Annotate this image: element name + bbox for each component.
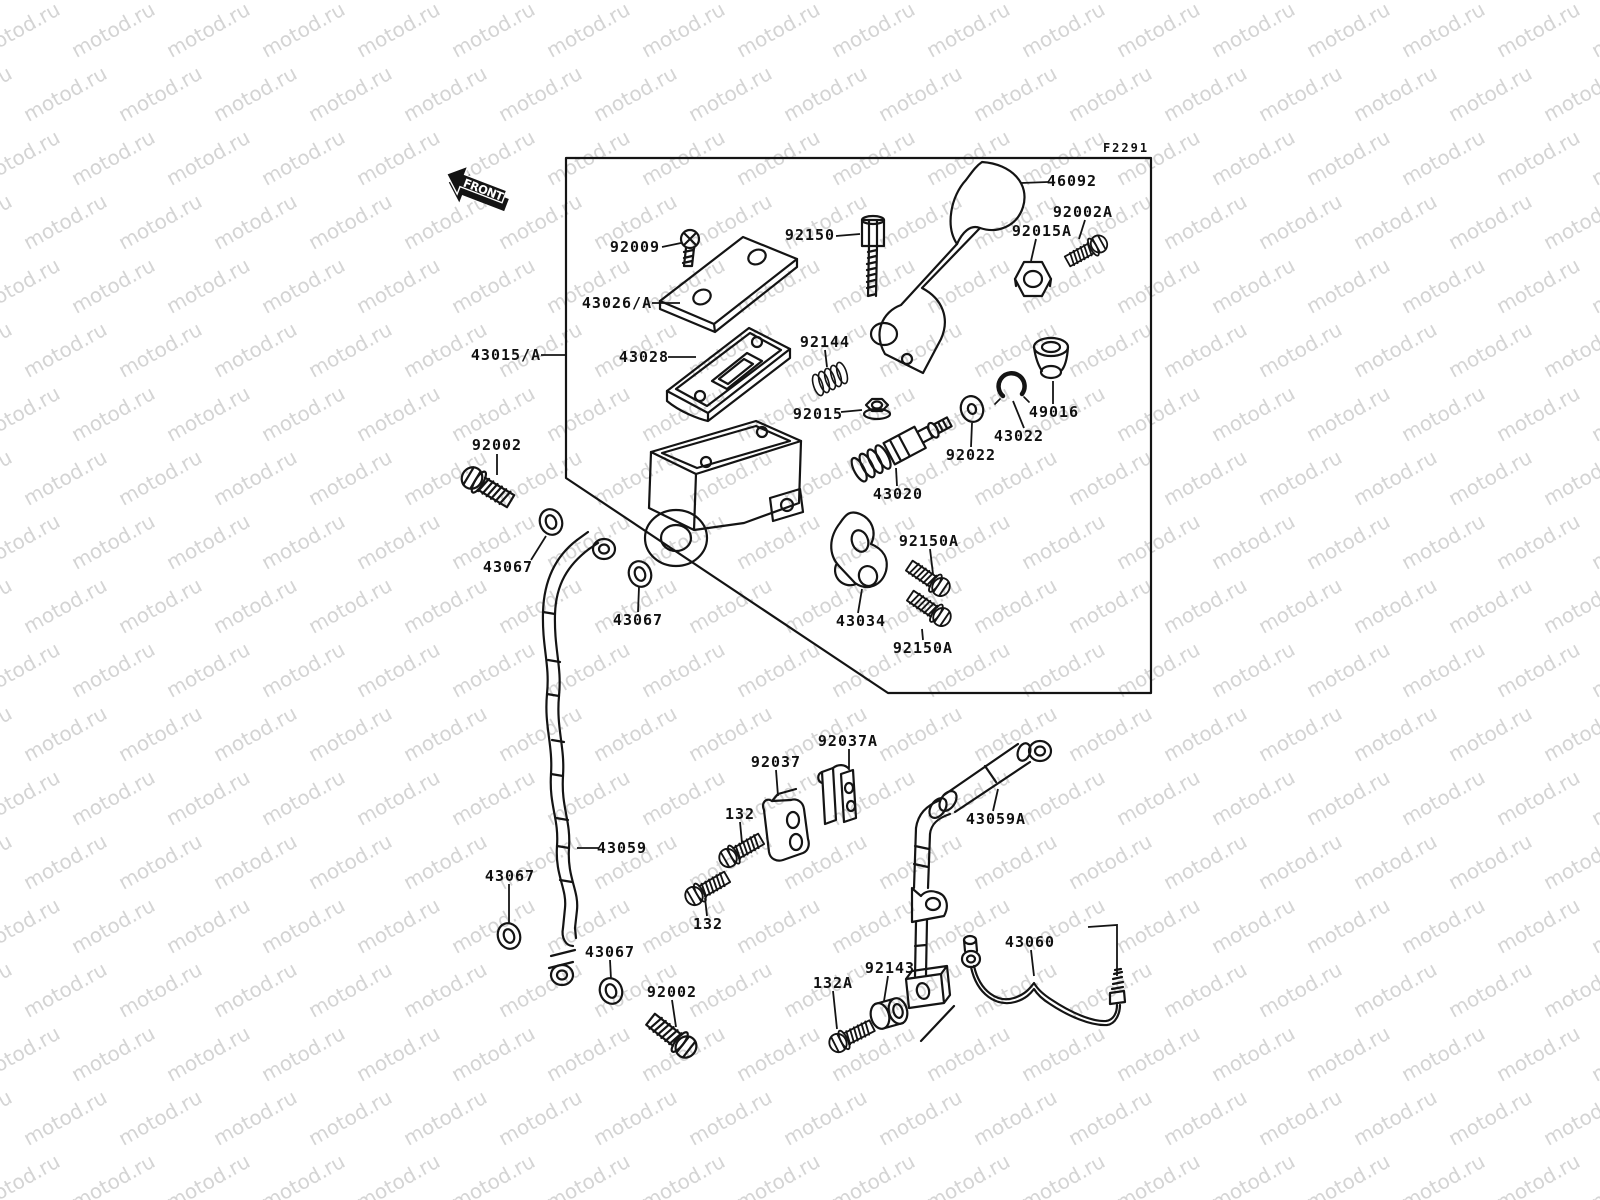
part-diaphragm-43028 (665, 326, 792, 423)
part-bolt-132-upper (718, 832, 766, 869)
part-bolt-132A (828, 1019, 876, 1054)
leader-92150Ab (921, 628, 924, 641)
leader-132a (739, 821, 743, 844)
leader-43020 (895, 467, 898, 487)
part-adjuster-92150 (860, 214, 886, 298)
part-screw-92009 (679, 228, 701, 268)
leader-43067d (609, 959, 612, 980)
part-label-92022: 92022 (945, 446, 997, 464)
part-label-92150: 92150 (784, 226, 836, 244)
part-label-43034: 43034 (835, 612, 887, 630)
part-label-132b: 132 (692, 915, 724, 933)
leader-92150Aa (929, 548, 934, 575)
leader-132A (832, 990, 838, 1030)
part-label-92144: 92144 (799, 333, 851, 351)
part-lever-46092 (869, 160, 1026, 375)
part-clamp-43034 (830, 511, 888, 588)
leader-92002A (1078, 219, 1086, 240)
leader-92143 (883, 975, 889, 1002)
part-washer-92022 (959, 395, 985, 423)
leader-92022 (970, 422, 973, 448)
part-label-92037A: 92037A (817, 732, 879, 750)
part-label-92015: 92015 (792, 405, 844, 423)
part-label-132A: 132A (812, 974, 854, 992)
part-label-43067b: 43067 (612, 611, 664, 629)
part-cap-43026 (658, 235, 799, 334)
part-nut-92015 (862, 397, 892, 421)
leader-43067b (637, 586, 640, 613)
part-bolt-92150A-upper (905, 559, 951, 598)
part-body-43015 (643, 419, 805, 568)
leader-92150 (835, 233, 861, 237)
part-label-92150Aa: 92150A (898, 532, 960, 550)
part-label-92002A: 92002A (1052, 203, 1114, 221)
part-bolt-92002-left (460, 466, 516, 509)
part-label-92015A: 92015A (1011, 222, 1073, 240)
diagram-border (564, 156, 1153, 695)
leader-43022 (1012, 400, 1025, 429)
part-bolt-92150A-lower (906, 589, 952, 628)
part-bolt-92002-bottom (645, 1012, 698, 1059)
leader-43034 (857, 588, 863, 614)
part-label-43020: 43020 (872, 485, 924, 503)
leader-132b (704, 897, 708, 917)
leader-lines (496, 181, 1086, 1030)
part-holder-92037 (762, 787, 810, 862)
part-washer-43067-d (598, 977, 624, 1005)
part-hose-43059 (541, 530, 617, 987)
part-pipe-43060 (960, 934, 1127, 1027)
part-clamp-92037A (817, 764, 858, 826)
part-boot-49016 (1032, 336, 1070, 380)
leader-43067a (530, 535, 547, 561)
part-washer-43067-a (538, 508, 564, 536)
leader-92009 (661, 242, 682, 248)
part-label-43059: 43059 (596, 839, 648, 857)
part-washer-43067-b (627, 560, 653, 588)
part-circlip-43022 (994, 370, 1030, 405)
figure-code: F2291 (1102, 141, 1150, 155)
part-spring-92144 (811, 361, 849, 397)
part-hose-43059A (904, 739, 1053, 1043)
part-label-92037: 92037 (750, 753, 802, 771)
part-label-43059A: 43059A (965, 810, 1027, 828)
part-label-43067c: 43067 (484, 867, 536, 885)
part-label-92009: 92009 (609, 238, 661, 256)
front-arrow-face (445, 164, 508, 204)
part-bolt-92002A (1063, 234, 1109, 268)
part-label-132a: 132 (724, 805, 756, 823)
part-collar-92143 (869, 997, 909, 1030)
leader-92015 (840, 409, 863, 413)
leader-92144 (824, 349, 828, 368)
part-label-43026A: 43026/A (581, 294, 653, 312)
part-label-43067a: 43067 (482, 558, 534, 576)
leader-92015A (1030, 238, 1037, 262)
leader-43059A (992, 788, 999, 812)
part-label-43060: 43060 (1004, 933, 1056, 951)
part-label-43067d: 43067 (584, 943, 636, 961)
part-label-43015A: 43015/A (470, 346, 542, 364)
part-label-92002b: 92002 (646, 983, 698, 1001)
leader-43060 (1030, 949, 1035, 977)
leader-43060-fitting (1087, 924, 1118, 976)
leader-46092 (1020, 181, 1049, 184)
leader-92037 (775, 769, 779, 797)
part-washer-43067-c (496, 922, 522, 950)
part-label-92150Ab: 92150A (892, 639, 954, 657)
part-nut-92015A (1013, 260, 1053, 298)
part-label-92143: 92143 (864, 959, 916, 977)
part-piston-43020 (850, 416, 953, 483)
part-label-43022: 43022 (993, 427, 1045, 445)
part-label-49016: 49016 (1028, 403, 1080, 421)
part-label-46092: 46092 (1046, 172, 1098, 190)
part-label-92002: 92002 (471, 436, 523, 454)
leader-92002b (671, 999, 677, 1028)
part-label-43028: 43028 (618, 348, 670, 366)
